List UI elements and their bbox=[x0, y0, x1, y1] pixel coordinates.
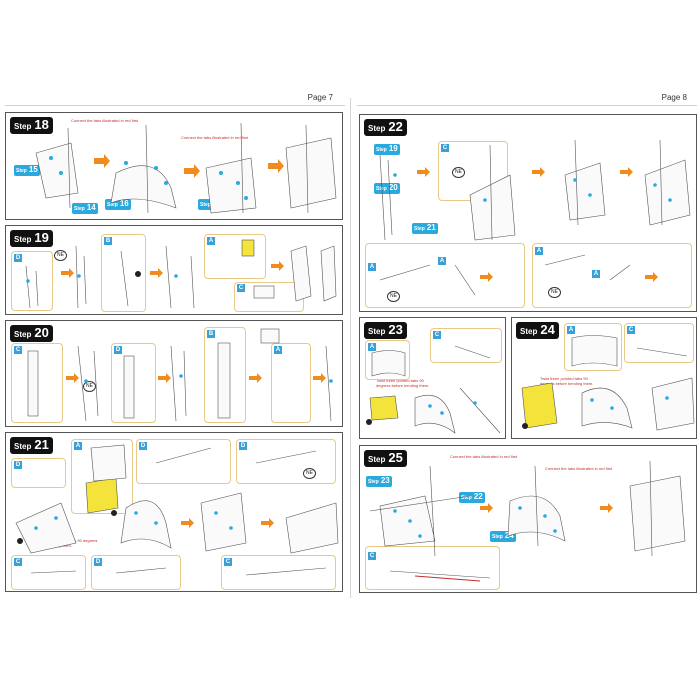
step-22-illustration bbox=[379, 139, 691, 296]
part-tag: C bbox=[14, 558, 22, 566]
step-23-illustration bbox=[366, 345, 501, 434]
ne-badge: NE bbox=[548, 287, 561, 298]
part-tag: C bbox=[14, 346, 22, 354]
part-tag: A bbox=[535, 247, 543, 255]
ne-badge: NE bbox=[54, 250, 67, 261]
ne-badge: NE bbox=[83, 381, 96, 392]
part-tag: C bbox=[433, 331, 441, 339]
part-tag: A bbox=[368, 343, 376, 351]
subassembly-box bbox=[271, 343, 311, 423]
part-tag: D bbox=[139, 442, 147, 450]
ne-badge: NE bbox=[303, 468, 316, 479]
subassembly-box bbox=[430, 328, 502, 363]
subassembly-box bbox=[136, 439, 231, 484]
instruction-note: Connect the tabs illustrated in red firs… bbox=[545, 466, 613, 471]
subassembly-box bbox=[11, 458, 66, 488]
part-tag: D bbox=[114, 346, 122, 354]
page-rule bbox=[357, 105, 697, 106]
step-20-illustration bbox=[27, 328, 333, 422]
step-19-illustration bbox=[25, 239, 337, 309]
ne-badge: NE bbox=[387, 291, 400, 302]
part-tag: A bbox=[207, 237, 215, 245]
instruction-note: Twist three pointed tabs 90 degrees befo… bbox=[376, 378, 430, 388]
part-tag: A bbox=[274, 346, 282, 354]
part-tag: C bbox=[627, 326, 635, 334]
page-7: Page 7 bbox=[5, 93, 345, 593]
step-24-illustration bbox=[521, 335, 695, 431]
ne-badge: NE bbox=[452, 167, 465, 178]
part-tag: B bbox=[207, 330, 215, 338]
subassembly-box bbox=[236, 439, 336, 484]
part-tag: C bbox=[441, 144, 449, 152]
part-tag: A bbox=[74, 442, 82, 450]
instruction-note: Connect the tabs illustrated in red firs… bbox=[71, 118, 139, 123]
step-25-illustration bbox=[369, 460, 686, 582]
subassembly-box bbox=[624, 323, 694, 363]
part-tag: C bbox=[224, 558, 232, 566]
part-tag: A bbox=[567, 326, 575, 334]
part-tag: A bbox=[592, 270, 600, 278]
page-8: Page 8 bbox=[357, 93, 697, 593]
subassembly-box bbox=[532, 243, 692, 308]
subassembly-box bbox=[91, 555, 181, 590]
step-18-illustration bbox=[35, 122, 337, 214]
part-tag: B bbox=[104, 237, 112, 245]
part-tag: C bbox=[368, 552, 376, 560]
part-tag: A bbox=[368, 263, 376, 271]
step-21-illustration bbox=[15, 444, 339, 576]
subassembly-box bbox=[221, 555, 336, 590]
instruction-note: Connect the tabs illustrated in red firs… bbox=[181, 135, 249, 140]
page-rule bbox=[5, 105, 345, 106]
instruction-note: Connect the tabs illustrated in red firs… bbox=[450, 454, 518, 459]
subassembly-box bbox=[365, 546, 500, 590]
page-divider bbox=[350, 98, 351, 598]
part-tag: A bbox=[438, 257, 446, 265]
part-tag: D bbox=[14, 461, 22, 469]
instruction-note: Twist three pointed tabs 90 degrees befo… bbox=[540, 376, 594, 386]
part-tag: D bbox=[239, 442, 247, 450]
part-tag: D bbox=[94, 558, 102, 566]
page-number: Page 7 bbox=[307, 93, 333, 102]
part-tag: D bbox=[14, 254, 22, 262]
page-number: Page 8 bbox=[661, 93, 687, 102]
part-tag: C bbox=[237, 284, 245, 292]
